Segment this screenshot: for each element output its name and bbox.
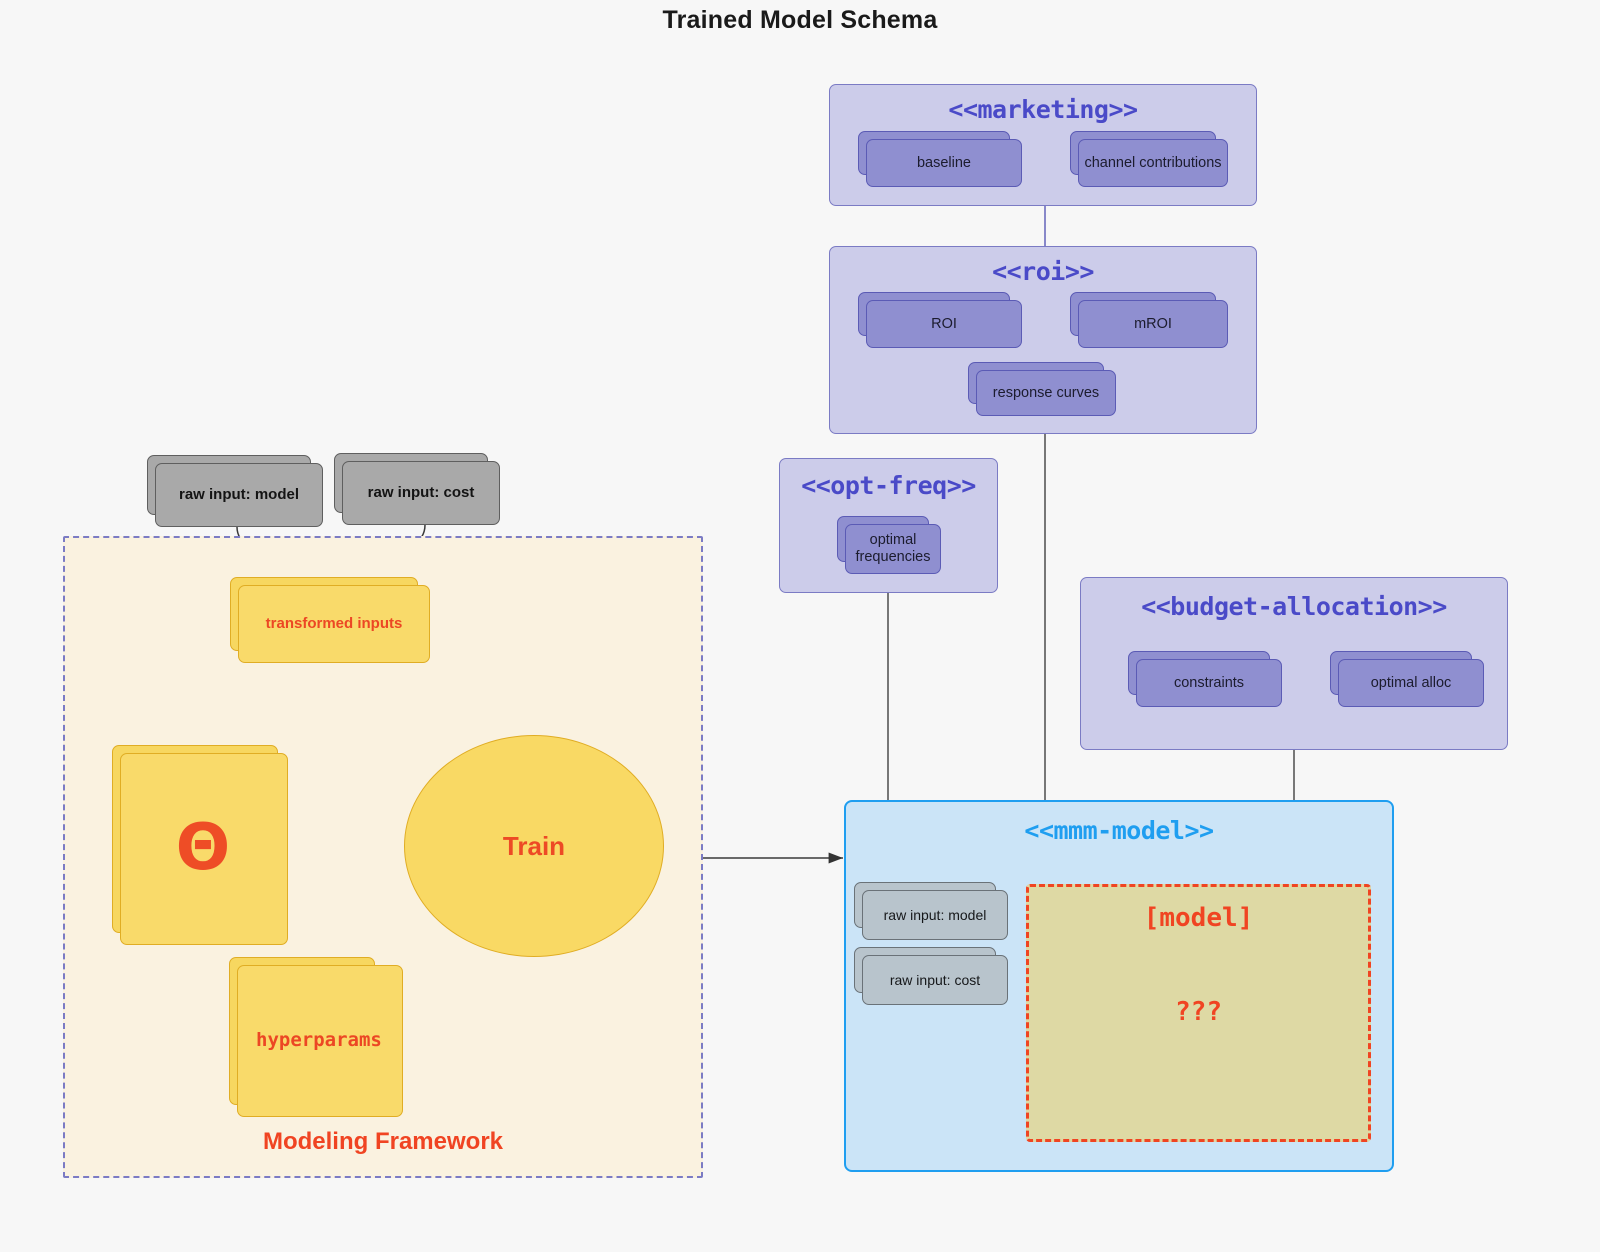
node-train[interactable]: Train bbox=[404, 735, 664, 957]
node-mmm-raw-input-model[interactable]: raw input: model bbox=[854, 882, 1008, 940]
node-constraints[interactable]: constraints bbox=[1128, 651, 1282, 707]
node-constraints-label: constraints bbox=[1136, 659, 1282, 707]
package-budget-allocation-title: <<budget-allocation>> bbox=[1141, 592, 1447, 621]
node-baseline-label: baseline bbox=[866, 139, 1022, 187]
node-theta[interactable]: Θ bbox=[112, 745, 288, 945]
model-placeholder-box[interactable]: [model] ??? bbox=[1026, 884, 1371, 1142]
node-optimal-frequencies-label: optimal frequencies bbox=[845, 524, 941, 574]
node-hyperparams[interactable]: hyperparams bbox=[229, 957, 403, 1117]
node-raw-input-model-label: raw input: model bbox=[155, 463, 323, 527]
node-train-label: Train bbox=[502, 830, 566, 861]
node-mmm-raw-input-cost[interactable]: raw input: cost bbox=[854, 947, 1008, 1005]
node-optimal-alloc[interactable]: optimal alloc bbox=[1330, 651, 1484, 707]
package-opt-freq-title: <<opt-freq>> bbox=[801, 471, 976, 500]
node-raw-input-cost[interactable]: raw input: cost bbox=[334, 453, 500, 525]
node-mmm-raw-input-cost-label: raw input: cost bbox=[862, 955, 1008, 1005]
node-mroi[interactable]: mROI bbox=[1070, 292, 1228, 348]
node-mroi-label: mROI bbox=[1078, 300, 1228, 348]
model-placeholder-body: ??? bbox=[1175, 997, 1222, 1027]
page-title: Trained Model Schema bbox=[662, 6, 938, 34]
node-channel-contributions-label: channel contributions bbox=[1078, 139, 1228, 187]
node-optimal-frequencies[interactable]: optimal frequencies bbox=[837, 516, 941, 574]
node-raw-input-cost-label: raw input: cost bbox=[342, 461, 500, 525]
node-roi[interactable]: ROI bbox=[858, 292, 1022, 348]
modeling-framework-label: Modeling Framework bbox=[262, 1128, 504, 1155]
node-response-curves-label: response curves bbox=[976, 370, 1116, 416]
package-roi-title: <<roi>> bbox=[992, 257, 1094, 286]
node-hyperparams-label: hyperparams bbox=[237, 965, 403, 1117]
node-channel-contributions[interactable]: channel contributions bbox=[1070, 131, 1228, 187]
node-baseline[interactable]: baseline bbox=[858, 131, 1022, 187]
node-roi-label: ROI bbox=[866, 300, 1022, 348]
node-transformed-inputs-label: transformed inputs bbox=[238, 585, 430, 663]
package-marketing-title: <<marketing>> bbox=[948, 95, 1138, 124]
node-response-curves[interactable]: response curves bbox=[968, 362, 1116, 416]
node-theta-label: Θ bbox=[120, 753, 288, 945]
package-mmm-model-title: <<mmm-model>> bbox=[1024, 816, 1214, 845]
model-placeholder-title: [model] bbox=[1143, 903, 1254, 933]
node-mmm-raw-input-model-label: raw input: model bbox=[862, 890, 1008, 940]
node-transformed-inputs[interactable]: transformed inputs bbox=[230, 577, 430, 663]
node-optimal-alloc-label: optimal alloc bbox=[1338, 659, 1484, 707]
node-raw-input-model[interactable]: raw input: model bbox=[147, 455, 323, 527]
